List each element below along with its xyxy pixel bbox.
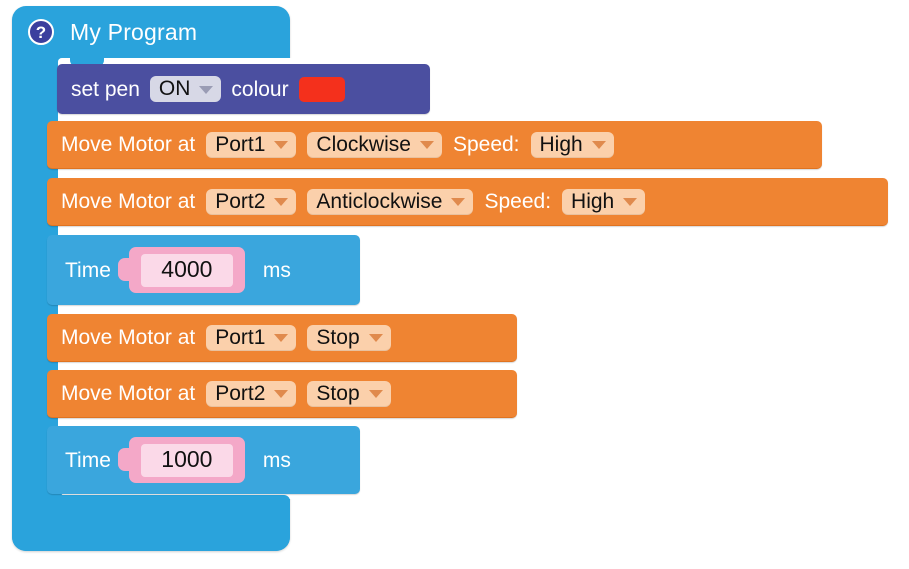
time-value[interactable]: 1000 (140, 443, 233, 477)
time-value[interactable]: 4000 (140, 253, 233, 287)
motor-direction-value: Stop (316, 325, 360, 349)
motor-direction-dropdown[interactable]: Clockwise (307, 131, 442, 158)
set-pen-colour-label: colour (231, 77, 289, 101)
motor-direction-dropdown[interactable]: Anticlockwise (307, 188, 474, 215)
time-label: Time (65, 258, 111, 282)
block-move-motor-1[interactable]: Move Motor at Port1 Clockwise Speed: Hig… (47, 121, 822, 169)
time-value-input[interactable]: 4000 (117, 247, 245, 293)
chevron-down-icon (274, 390, 289, 398)
pen-colour-swatch[interactable] (298, 76, 345, 102)
chevron-down-icon (274, 141, 289, 149)
block-notch (65, 121, 95, 129)
move-motor-label: Move Motor at (61, 382, 196, 405)
motor-direction-dropdown[interactable]: Stop (307, 324, 391, 351)
chevron-down-icon (274, 334, 289, 342)
block-move-motor-2[interactable]: Move Motor at Port2 Anticlockwise Speed:… (47, 178, 888, 226)
block-time-2[interactable]: Time 1000 ms (47, 426, 360, 494)
motor-port-dropdown[interactable]: Port2 (206, 188, 297, 215)
program-mouth-notch (70, 58, 104, 67)
block-notch (65, 235, 95, 243)
motor-direction-value: Stop (316, 381, 360, 405)
motor-direction-value: Anticlockwise (316, 189, 443, 213)
move-motor-label: Move Motor at (61, 133, 196, 156)
set-pen-label: set pen (71, 77, 140, 101)
block-move-motor-4[interactable]: Move Motor at Port2 Stop (47, 370, 517, 418)
move-motor-label: Move Motor at (61, 190, 196, 213)
block-notch (65, 178, 95, 186)
motor-port-dropdown[interactable]: Port1 (206, 324, 297, 351)
motor-speed-dropdown[interactable]: High (562, 188, 646, 215)
time-label: Time (65, 448, 111, 472)
chevron-down-icon (623, 198, 638, 206)
motor-port-value: Port1 (215, 132, 266, 156)
motor-port-dropdown[interactable]: Port2 (206, 380, 297, 407)
motor-port-value: Port1 (215, 325, 266, 349)
block-notch (65, 314, 95, 322)
program-footer-bar (12, 495, 290, 551)
set-pen-state-dropdown[interactable]: ON (149, 76, 222, 102)
chevron-down-icon (274, 198, 289, 206)
time-units-label: ms (262, 448, 291, 472)
motor-speed-label: Speed: (484, 190, 552, 213)
program-title: My Program (70, 18, 198, 45)
move-motor-label: Move Motor at (61, 326, 196, 349)
block-set-pen[interactable]: set pen ON colour (57, 64, 430, 114)
help-icon[interactable]: ? (28, 19, 54, 45)
motor-port-dropdown[interactable]: Port1 (206, 131, 297, 158)
block-time-1[interactable]: Time 4000 ms (47, 235, 360, 305)
motor-direction-dropdown[interactable]: Stop (307, 380, 391, 407)
motor-speed-value: High (539, 132, 583, 156)
motor-port-value: Port2 (215, 381, 266, 405)
time-value-input[interactable]: 1000 (117, 437, 245, 483)
chevron-down-icon (419, 141, 434, 149)
chevron-down-icon (451, 198, 466, 206)
set-pen-state-value: ON (158, 77, 191, 100)
motor-speed-value: High (571, 189, 615, 213)
chevron-down-icon (368, 334, 383, 342)
time-units-label: ms (262, 258, 291, 282)
block-move-motor-3[interactable]: Move Motor at Port1 Stop (47, 314, 517, 362)
block-notch (65, 426, 95, 434)
block-notch (65, 370, 95, 378)
motor-speed-label: Speed: (452, 133, 520, 156)
chevron-down-icon (199, 85, 214, 94)
chevron-down-icon (368, 390, 383, 398)
block-notch (75, 64, 105, 72)
chevron-down-icon (591, 141, 606, 149)
motor-direction-value: Clockwise (316, 132, 411, 156)
motor-port-value: Port2 (215, 189, 266, 213)
program-header[interactable]: ? My Program (12, 6, 290, 58)
motor-speed-dropdown[interactable]: High (530, 131, 614, 158)
